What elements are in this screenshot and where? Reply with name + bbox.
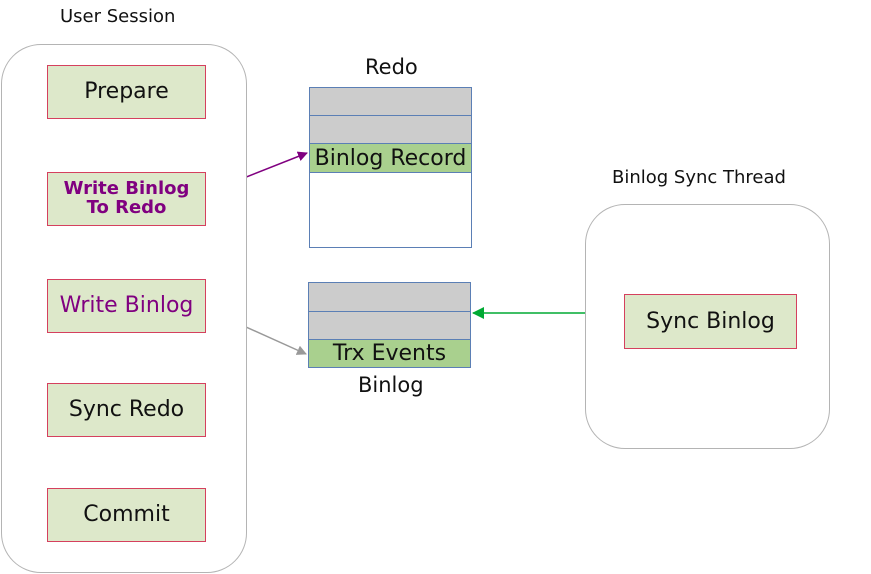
trx-events-slot: Trx Events bbox=[309, 340, 470, 367]
binlog-slot bbox=[309, 283, 470, 312]
step-write-binlog[interactable]: Write Binlog bbox=[47, 279, 206, 333]
user-session-title: User Session bbox=[60, 6, 176, 27]
binlog-slot bbox=[309, 312, 470, 340]
step-label: Commit bbox=[83, 502, 170, 528]
binlog-record-slot: Binlog Record bbox=[310, 144, 471, 173]
sync-thread-title: Binlog Sync Thread bbox=[612, 167, 786, 188]
step-write-binlog-to-redo[interactable]: Write Binlog To Redo bbox=[47, 172, 206, 226]
step-label: Prepare bbox=[84, 79, 169, 105]
redo-slot bbox=[310, 116, 471, 144]
step-sync-redo[interactable]: Sync Redo bbox=[47, 383, 206, 437]
step-label: Write Binlog bbox=[59, 293, 194, 319]
step-sync-binlog[interactable]: Sync Binlog bbox=[624, 294, 797, 349]
binlog-file: Trx Events bbox=[308, 282, 471, 368]
redo-log: Binlog Record bbox=[309, 87, 472, 248]
step-prepare[interactable]: Prepare bbox=[47, 65, 206, 119]
step-label: Sync Binlog bbox=[646, 308, 775, 334]
redo-slot bbox=[310, 88, 471, 116]
step-label: Sync Redo bbox=[68, 397, 185, 423]
binlog-record-label: Binlog Record bbox=[314, 145, 467, 171]
step-label: Write Binlog To Redo bbox=[63, 178, 190, 218]
binlog-title: Binlog bbox=[358, 373, 424, 397]
redo-title: Redo bbox=[365, 55, 418, 79]
step-commit[interactable]: Commit bbox=[47, 488, 206, 542]
trx-events-label: Trx Events bbox=[332, 341, 447, 366]
